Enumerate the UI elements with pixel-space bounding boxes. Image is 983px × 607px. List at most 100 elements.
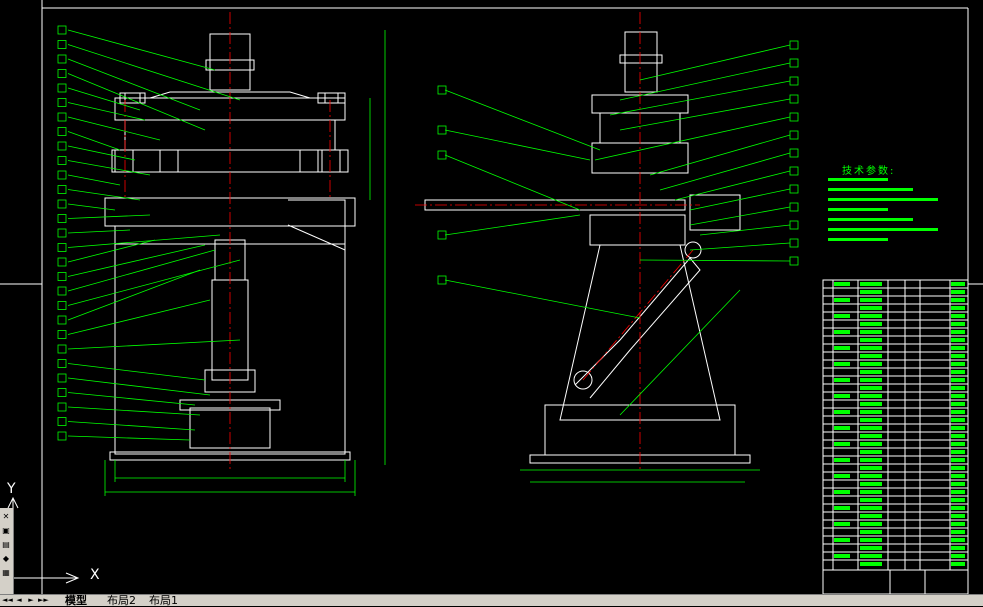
callout-box	[57, 330, 67, 339]
leader-line	[67, 421, 196, 431]
leader-line	[67, 131, 121, 151]
leader-line	[67, 363, 206, 381]
leader-line	[67, 29, 216, 71]
callout-box	[57, 127, 67, 136]
tab-layout1[interactable]: 布局1	[149, 594, 178, 607]
parts-cell-text	[951, 546, 965, 550]
callout-box	[57, 402, 67, 412]
pan-icon[interactable]: ▤	[2, 540, 10, 549]
parts-cell-text	[951, 378, 965, 382]
leader-line	[689, 188, 791, 211]
parts-cell-text	[860, 530, 882, 534]
front-nut	[124, 92, 146, 104]
parts-cell-text	[860, 426, 882, 430]
pointer-icon[interactable]: ✕	[2, 512, 10, 521]
callout-box	[57, 315, 67, 325]
parts-cell-text	[951, 346, 965, 350]
leader-line	[67, 435, 191, 441]
front-bushing	[159, 149, 179, 173]
callout-box	[789, 58, 799, 68]
leader-line	[619, 62, 791, 101]
callout-box	[57, 199, 67, 209]
callout-box	[789, 256, 799, 266]
leader-line	[444, 89, 601, 151]
parts-cell-text	[860, 506, 882, 510]
leader-line	[67, 102, 146, 121]
side-toolbar: ✕ ▣ ▤ ◆ ▦	[0, 508, 14, 594]
parts-cell-text	[951, 370, 965, 374]
parts-cell-text	[834, 506, 850, 510]
parts-cell-text	[951, 322, 965, 326]
front-nut	[324, 92, 346, 104]
parts-cell-text	[951, 434, 965, 438]
parts-cell-text	[951, 386, 965, 390]
parts-cell-text	[951, 458, 965, 462]
leader-line	[67, 189, 141, 201]
leader-line	[444, 129, 591, 161]
leader-line	[649, 134, 791, 176]
leader-line	[67, 259, 241, 306]
leader-line	[67, 229, 131, 234]
parts-cell-text	[951, 498, 965, 502]
parts-table	[822, 279, 969, 595]
ucs-x-label: X	[90, 567, 100, 583]
leader-line	[67, 87, 141, 111]
parts-cell-text	[834, 474, 850, 478]
ucs-x-arrow	[65, 572, 80, 584]
front-side-bracket	[287, 199, 346, 251]
leader-line	[444, 214, 581, 236]
parts-cell-text	[834, 554, 850, 558]
callout-box	[57, 272, 67, 281]
side-cylinder-flange	[619, 54, 663, 64]
leader-line	[67, 203, 116, 211]
command-icon[interactable]: ◆	[2, 554, 10, 563]
nav-last-button[interactable]: ►►	[38, 596, 49, 604]
callout-box	[57, 112, 67, 122]
zoom-icon[interactable]: ▣	[2, 526, 10, 535]
parts-cell-text	[860, 498, 882, 502]
parts-cell-text	[951, 298, 965, 302]
parts-cell-text	[834, 426, 850, 430]
parts-cell-text	[860, 282, 882, 286]
parts-cell-text	[951, 394, 965, 398]
parts-cell-text	[834, 410, 850, 414]
parts-cell-text	[834, 298, 850, 302]
layer-icon[interactable]: ▦	[2, 568, 10, 577]
parts-cell-text	[860, 298, 882, 302]
leader-line	[444, 279, 641, 319]
nav-prev-button[interactable]: ◄	[16, 596, 22, 604]
nav-next-button[interactable]: ►	[28, 596, 34, 604]
parts-cell-text	[951, 402, 965, 406]
parts-cell-text	[951, 314, 965, 318]
tab-model[interactable]: 模型	[65, 594, 87, 607]
leader-line	[67, 249, 216, 292]
callout-box	[57, 40, 67, 49]
parts-cell-text	[951, 282, 965, 286]
callout-box	[437, 150, 447, 160]
tab-layout2[interactable]: 布局2	[107, 594, 136, 607]
callout-box	[57, 98, 67, 107]
param-text-line	[828, 178, 888, 181]
parts-cell-text	[951, 530, 965, 534]
parts-cell-text	[860, 538, 882, 542]
parts-cell-text	[860, 330, 882, 334]
callout-box	[57, 25, 67, 35]
callout-box	[57, 243, 67, 252]
param-text-line	[828, 188, 913, 191]
side-inclined-cylinder	[574, 257, 701, 399]
callout-box	[437, 275, 447, 285]
leader-line	[67, 160, 151, 176]
parts-cell-text	[951, 450, 965, 454]
callout-box	[57, 54, 67, 64]
parts-cell-text	[860, 386, 882, 390]
callout-box	[57, 185, 67, 194]
nav-first-button[interactable]: ◄◄	[2, 596, 13, 604]
leader-line	[639, 259, 791, 262]
parts-cell-text	[834, 282, 850, 286]
callout-box	[789, 94, 799, 104]
parts-cell-text	[951, 354, 965, 358]
parts-cell-text	[834, 394, 850, 398]
parts-cell-text	[951, 474, 965, 478]
